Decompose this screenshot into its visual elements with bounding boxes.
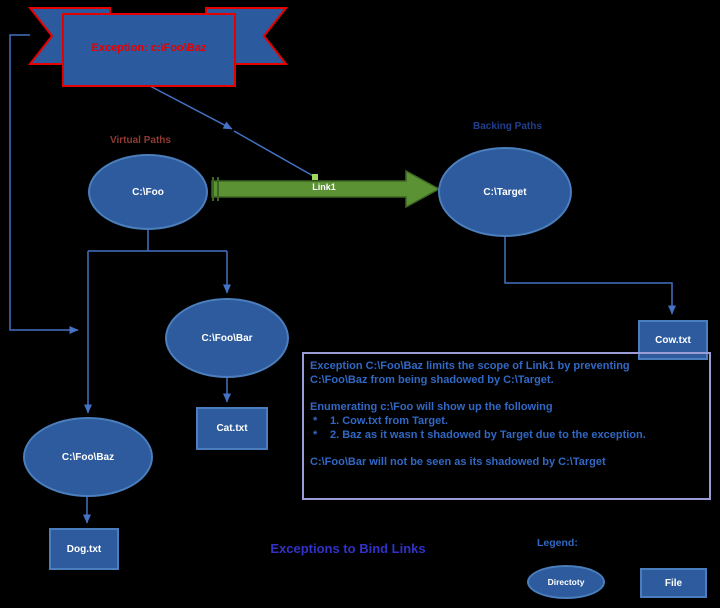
- node-c-foo-bar-label: C:\Foo\Bar: [201, 332, 253, 344]
- bullet-text-2: 2. Baz as it wasn t shadowed by Target d…: [330, 429, 646, 441]
- connector-target-to-cow: [504, 237, 676, 315]
- connector-exception-to-link1-a: [149, 85, 233, 130]
- note-bullet-1: * 1. Cow.txt from Target.: [310, 414, 683, 428]
- note-gap-1: [310, 387, 683, 400]
- node-c-foo: C:\Foo: [88, 154, 208, 230]
- legend-directory-shape: Directoty: [527, 565, 605, 599]
- link1-arrow: [211, 169, 441, 209]
- exception-banner-shape: [28, 7, 288, 87]
- note-para2: Enumerating c:\Foo will show up the foll…: [310, 401, 553, 413]
- backing-paths-label: Backing Paths: [473, 121, 542, 132]
- legend-heading: Legend:: [537, 537, 578, 549]
- node-c-foo-bar: C:\Foo\Bar: [165, 298, 289, 378]
- file-dog-label: Dog.txt: [66, 543, 102, 555]
- file-dog: Dog.txt: [49, 528, 119, 570]
- node-c-foo-label: C:\Foo: [132, 186, 164, 198]
- legend-directory-label: Directoty: [547, 577, 585, 587]
- diagram-title: Exceptions to Bind Links: [270, 541, 426, 556]
- virtual-paths-label: Virtual Paths: [110, 135, 171, 146]
- banner-label: Exception: c:\Foo\Baz: [91, 42, 207, 54]
- note-gap-2: [310, 442, 683, 455]
- banner-band: [62, 13, 236, 87]
- bullet-marker-1: *: [313, 415, 318, 427]
- connector-exception-to-link1-b: [233, 130, 316, 178]
- note-para3: C:\Foo\Bar will not be seen as its shado…: [310, 456, 606, 468]
- node-c-foo-baz-label: C:\Foo\Baz: [61, 451, 115, 463]
- file-cat: Cat.txt: [196, 407, 268, 450]
- file-cat-label: Cat.txt: [216, 423, 248, 434]
- node-c-foo-baz: C:\Foo\Baz: [23, 417, 153, 497]
- explanation-note: Exception C:\Foo\Baz limits the scope of…: [302, 352, 711, 500]
- node-c-target: C:\Target: [438, 147, 572, 237]
- legend-file-shape: File: [640, 568, 707, 598]
- connection-point-dot: [312, 174, 318, 180]
- bullet-text-1: 1. Cow.txt from Target.: [330, 415, 448, 427]
- bullet-marker-2: *: [313, 429, 318, 441]
- note-para1: Exception C:\Foo\Baz limits the scope of…: [310, 360, 630, 386]
- link1-label: Link1: [312, 182, 336, 192]
- node-c-target-label: C:\Target: [483, 186, 527, 198]
- note-bullet-2: * 2. Baz as it wasn t shadowed by Target…: [310, 428, 683, 442]
- connector-exception-to-baz-path: [9, 34, 79, 334]
- file-cow-label: Cow.txt: [655, 334, 691, 346]
- legend-file-label: File: [664, 577, 683, 589]
